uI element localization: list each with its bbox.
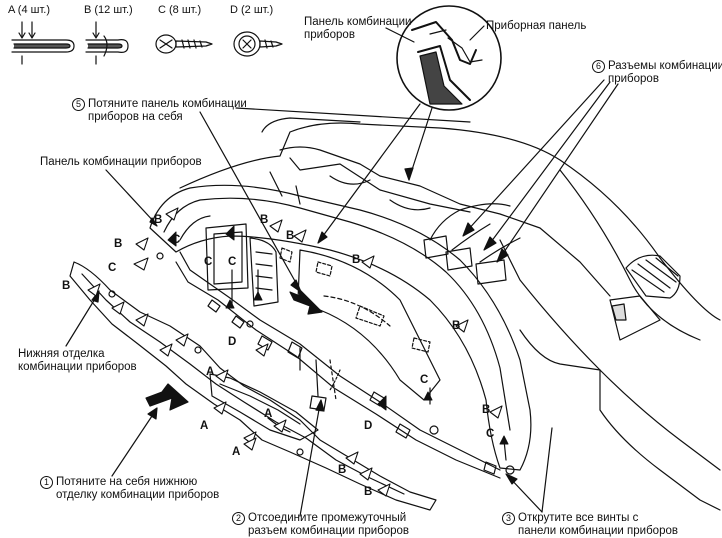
callout-c: C bbox=[228, 256, 237, 268]
fastener-a-label: A (4 шт.) bbox=[8, 4, 50, 16]
callout-b: B bbox=[452, 320, 461, 332]
callout-c: C bbox=[204, 256, 213, 268]
lower-trim-label: Нижняя отделка комбинации приборов bbox=[18, 348, 137, 373]
callout-b: B bbox=[482, 404, 491, 416]
callout-c: C bbox=[420, 374, 429, 386]
fastener-c-icon bbox=[155, 34, 213, 54]
callout-a: A bbox=[232, 446, 241, 458]
step-5-badge: 5 bbox=[72, 98, 85, 111]
callout-b: B bbox=[338, 464, 347, 476]
cluster-connectors bbox=[423, 203, 521, 285]
fastener-d-icon bbox=[233, 31, 283, 57]
step-3-badge: 3 bbox=[502, 512, 515, 525]
callout-markers bbox=[87, 207, 503, 497]
fastener-d-label: D (2 шт.) bbox=[230, 4, 274, 16]
callout-d: D bbox=[364, 420, 373, 432]
callout-b: B bbox=[286, 230, 295, 242]
callout-b: B bbox=[62, 280, 71, 292]
fastener-b-label: B (12 шт.) bbox=[84, 4, 133, 16]
cluster-panel-left-label: Панель комбинации приборов bbox=[40, 156, 202, 168]
lower-trim bbox=[69, 261, 437, 511]
detail-inset bbox=[396, 5, 502, 111]
callout-a: A bbox=[206, 366, 215, 378]
step-2-badge: 2 bbox=[232, 512, 245, 525]
dashboard-body bbox=[179, 117, 721, 511]
fastener-b-icon bbox=[85, 21, 129, 65]
callout-b: B bbox=[260, 214, 269, 226]
callout-a: A bbox=[200, 420, 209, 432]
callout-b: B bbox=[114, 238, 123, 250]
cluster-panel-top-label: Панель комбинации приборов bbox=[304, 16, 412, 41]
step-6-badge: 6 bbox=[592, 60, 605, 73]
callout-d: D bbox=[228, 336, 237, 348]
pull-trim-arrow-icon bbox=[145, 383, 189, 411]
pull-panel-arrow-icon bbox=[289, 287, 323, 315]
step-1-badge: 1 bbox=[40, 476, 53, 489]
callout-b: B bbox=[352, 254, 361, 266]
callout-a: A bbox=[264, 408, 273, 420]
instrument-panel-label: Приборная панель bbox=[486, 20, 587, 32]
fastener-c-label: C (8 шт.) bbox=[158, 4, 202, 16]
callout-b: B bbox=[154, 214, 163, 226]
callout-c: C bbox=[108, 262, 117, 274]
fastener-a-icon bbox=[11, 21, 75, 65]
callout-c: C bbox=[486, 428, 495, 440]
callout-c: C bbox=[172, 234, 181, 246]
callout-b: B bbox=[364, 486, 373, 498]
